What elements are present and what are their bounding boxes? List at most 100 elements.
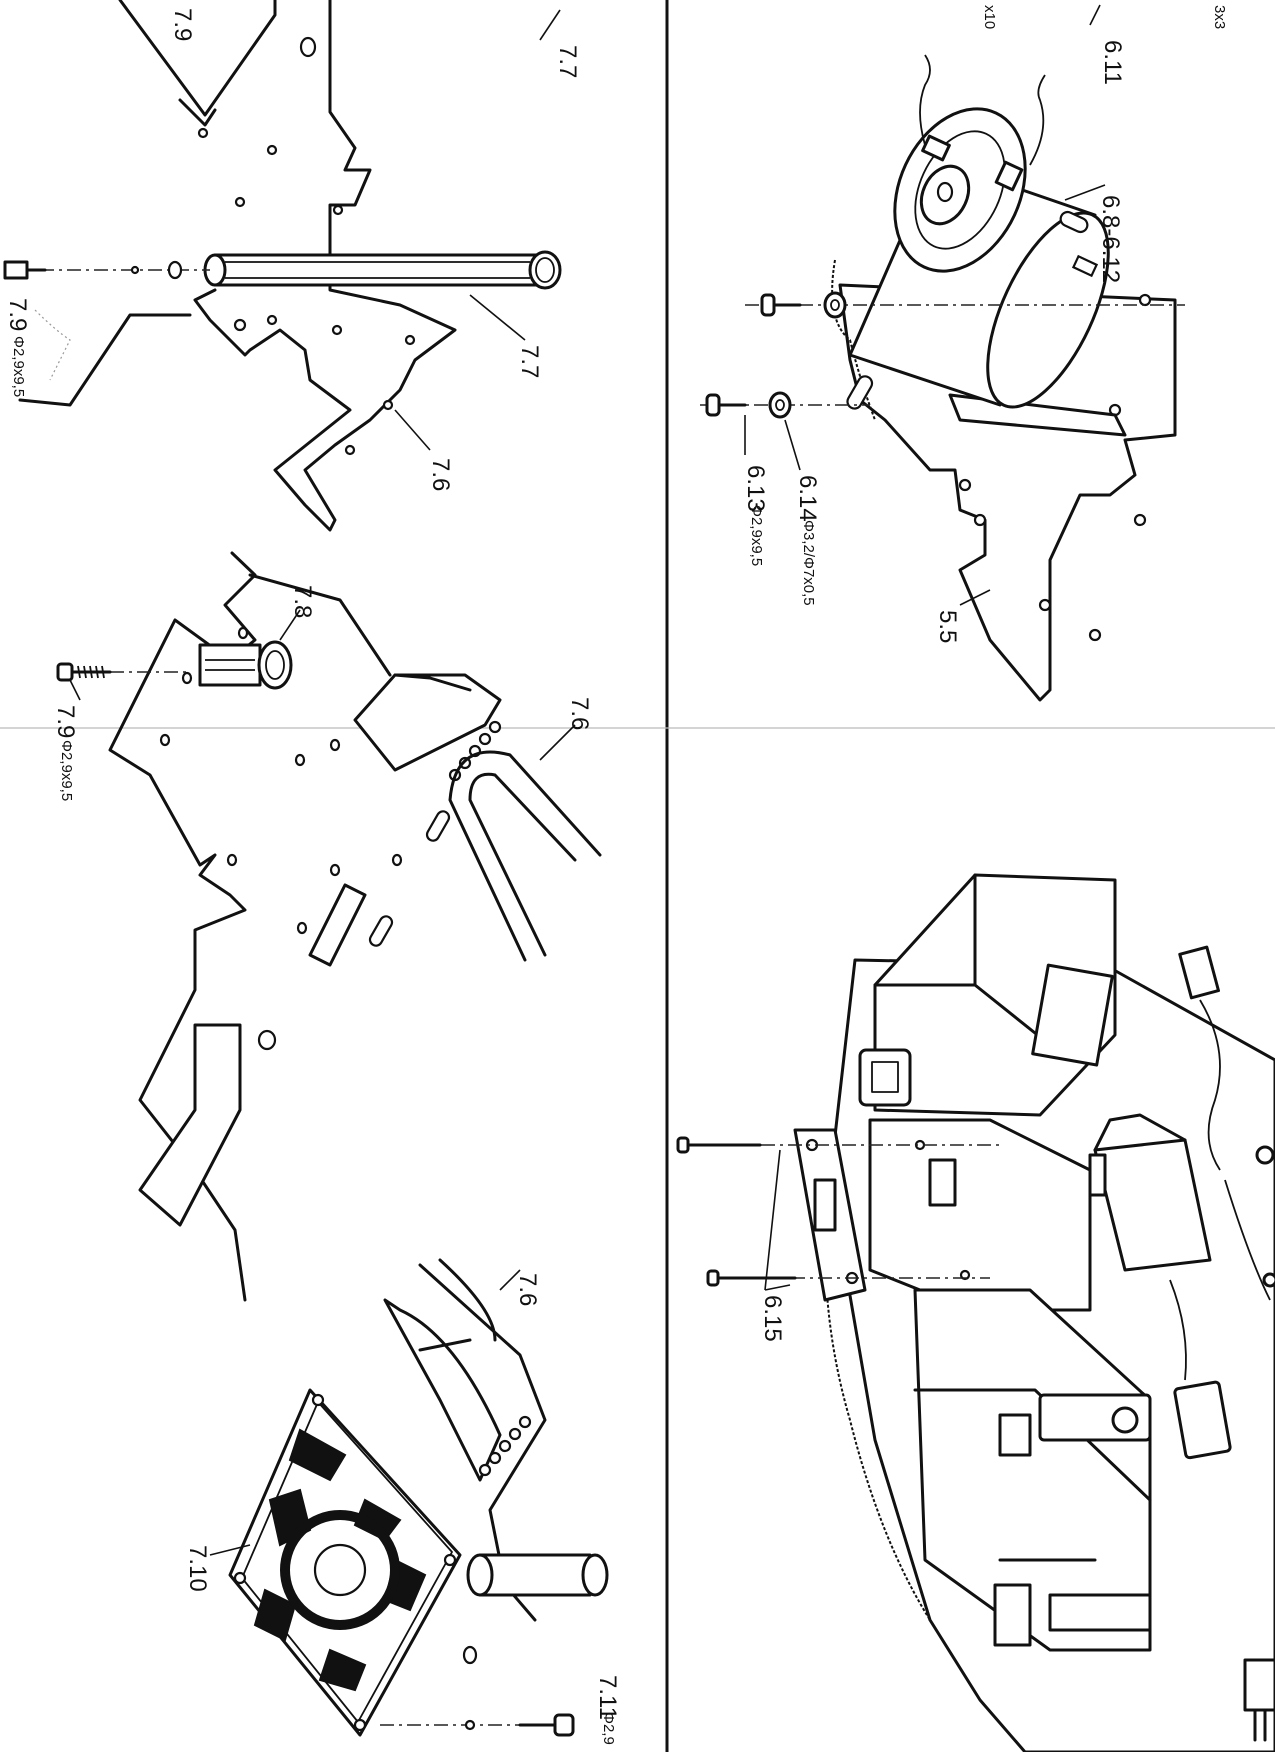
housing-transformer-top xyxy=(1093,1113,1187,1152)
pin xyxy=(518,1415,532,1429)
pcb-assembly: 7.6 7.10 7.11 Φ2,9 xyxy=(184,1258,621,1745)
wire-middle xyxy=(1169,1279,1187,1381)
pin-row-lower xyxy=(478,1415,532,1477)
housing-bottom-tab xyxy=(993,1583,1032,1647)
motor-shaft xyxy=(936,181,954,203)
plate-hole xyxy=(344,444,356,456)
stud-lower-end xyxy=(466,1553,494,1597)
plate-slot xyxy=(425,810,451,842)
label-5-5: 5.5 xyxy=(934,610,961,643)
label-6-14-spec: Φ3,2/Φ7x0,5 xyxy=(800,520,817,606)
plate-hole xyxy=(233,318,247,332)
label-7-6-a: 7.6 xyxy=(427,458,454,491)
plate-left-edge xyxy=(18,313,192,407)
pcb-trace xyxy=(288,1428,347,1482)
pcb-trace xyxy=(253,1588,297,1642)
plate-hole xyxy=(404,334,416,346)
bracket-hole xyxy=(973,513,987,527)
axis-point xyxy=(130,265,140,275)
pin xyxy=(478,1463,492,1477)
plate-upper-edge xyxy=(248,573,392,677)
label-7-7-mid: 7.7 xyxy=(516,345,543,378)
pcb-mount-hole xyxy=(233,1571,247,1585)
drive-housing-assembly: 6.15 xyxy=(676,873,1275,1752)
leader-7-10 xyxy=(209,1544,251,1556)
wire-right xyxy=(1224,1179,1271,1301)
bracket-fragment-top xyxy=(118,0,277,117)
rectangular-cutout xyxy=(308,883,367,967)
leader-6-15 xyxy=(764,1149,791,1291)
washer-upper-hole xyxy=(830,299,840,311)
axis-washer xyxy=(167,260,183,280)
screw-7-9-head-left xyxy=(3,260,29,280)
washer-upper xyxy=(823,291,847,319)
leader-6-14 xyxy=(784,419,801,471)
chassis-plate-top-assembly: 7.9 7.7 7.9 Φ2,9x9,5 7.7 7.6 xyxy=(3,0,581,532)
label-7-9-top: 7.9 xyxy=(169,8,196,41)
pcb-mount-hole xyxy=(311,1393,325,1407)
u-bend-edge xyxy=(418,1338,472,1352)
motor-terminal xyxy=(921,134,951,162)
plate-hole xyxy=(234,196,246,208)
plate-hole xyxy=(331,324,343,336)
u-channel-inner xyxy=(468,772,577,957)
screw-7-9-head-mid xyxy=(56,662,74,682)
plate-hole xyxy=(181,671,193,685)
leader-7-9-mid xyxy=(69,679,81,701)
motor-slot xyxy=(1059,210,1089,234)
housing-middle-box xyxy=(868,1118,1092,1312)
bracket-hole xyxy=(1038,598,1052,612)
pcb-mount-hole xyxy=(443,1553,457,1567)
bracket-tab xyxy=(178,98,217,127)
label-x10: x10 xyxy=(981,5,998,29)
motor-terminal xyxy=(994,160,1024,192)
label-6-13-spec: Φ2,9x9,5 xyxy=(748,505,765,566)
screw-upper-head xyxy=(760,293,776,317)
motor-assembly: x10 6.11 3x3 xyxy=(700,4,1228,702)
pin xyxy=(498,1439,512,1453)
stud-7-8-body xyxy=(198,643,262,687)
stud-7-8-end xyxy=(257,640,293,690)
plate-hole xyxy=(266,314,278,326)
stud-lower-end-right xyxy=(581,1553,609,1597)
label-6-11: 6.11 xyxy=(1099,40,1126,85)
pin xyxy=(478,732,492,746)
bracket-hole xyxy=(1088,628,1102,642)
screw-7-11-head xyxy=(553,1713,575,1737)
housing-relay xyxy=(1173,1380,1232,1460)
plate-hole xyxy=(237,626,249,640)
housing-socket-inner xyxy=(871,1061,899,1093)
stud-7-8-bore xyxy=(265,650,285,680)
label-3x3: 3x3 xyxy=(1211,5,1228,29)
plate-hole xyxy=(332,204,344,216)
housing-transformer xyxy=(1093,1138,1212,1272)
plate-hole xyxy=(329,738,341,752)
base-plate-curve xyxy=(438,1258,497,1342)
chassis-plate-middle-assembly: 7.8 7.9 Φ2,9x9,5 7.6 xyxy=(52,551,602,1302)
housing-window xyxy=(1031,963,1114,1067)
label-7-10: 7.10 xyxy=(184,1545,211,1592)
bracket-slot xyxy=(846,375,874,410)
plate-hole-lower xyxy=(462,1645,478,1665)
pin xyxy=(508,1427,522,1441)
housing-screw-dot xyxy=(1262,1272,1275,1288)
bracket-hole xyxy=(958,478,972,492)
dotted-guide xyxy=(34,309,71,381)
raised-block-edge xyxy=(393,673,472,692)
cover-plate-window xyxy=(813,1178,837,1232)
label-7-7-top: 7.7 xyxy=(554,45,581,78)
plate-hole xyxy=(329,863,341,877)
pcb-center-hole xyxy=(313,1543,367,1597)
u-bend-block xyxy=(383,1298,502,1482)
label-7-8: 7.8 xyxy=(289,585,316,618)
pcb-trace xyxy=(318,1648,367,1692)
label-7-9-left-spec: Φ2,9x9,5 xyxy=(10,336,27,397)
housing-knob xyxy=(1111,1406,1139,1434)
stud-lower-body xyxy=(478,1553,592,1597)
bracket-hole xyxy=(197,127,209,139)
connector-pins xyxy=(1253,1708,1267,1742)
label-7-9-mid-spec: Φ2,9x9,5 xyxy=(58,740,75,801)
pin xyxy=(488,1451,502,1465)
